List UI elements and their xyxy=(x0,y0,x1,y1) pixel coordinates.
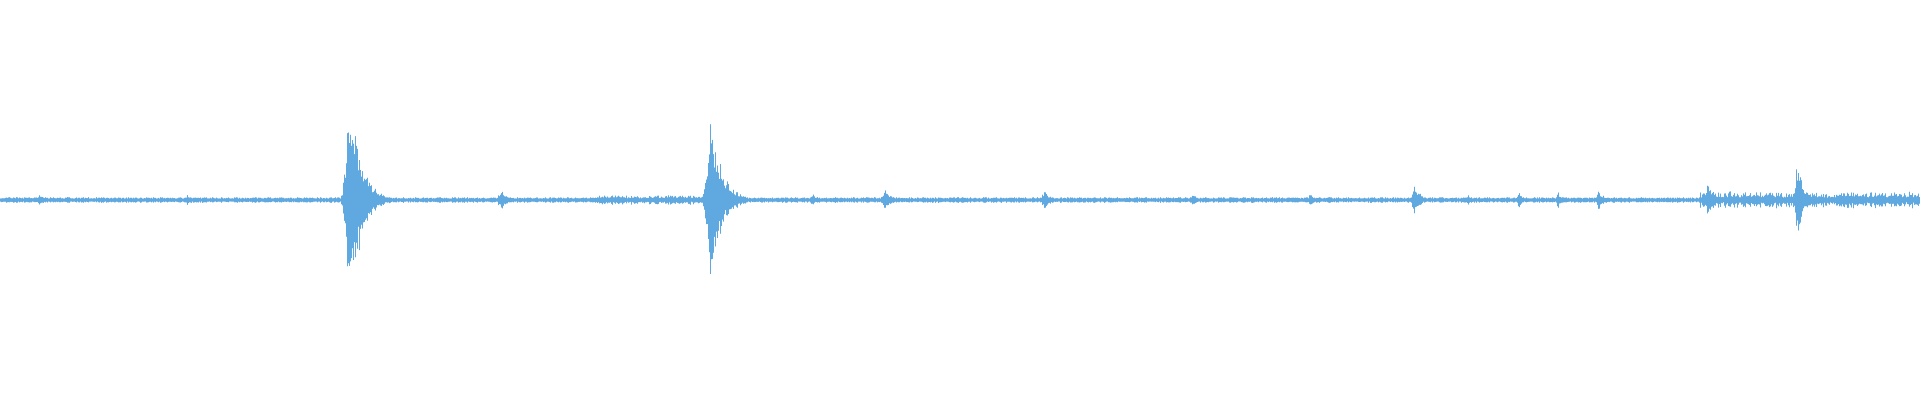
waveform-trace xyxy=(0,124,1920,274)
